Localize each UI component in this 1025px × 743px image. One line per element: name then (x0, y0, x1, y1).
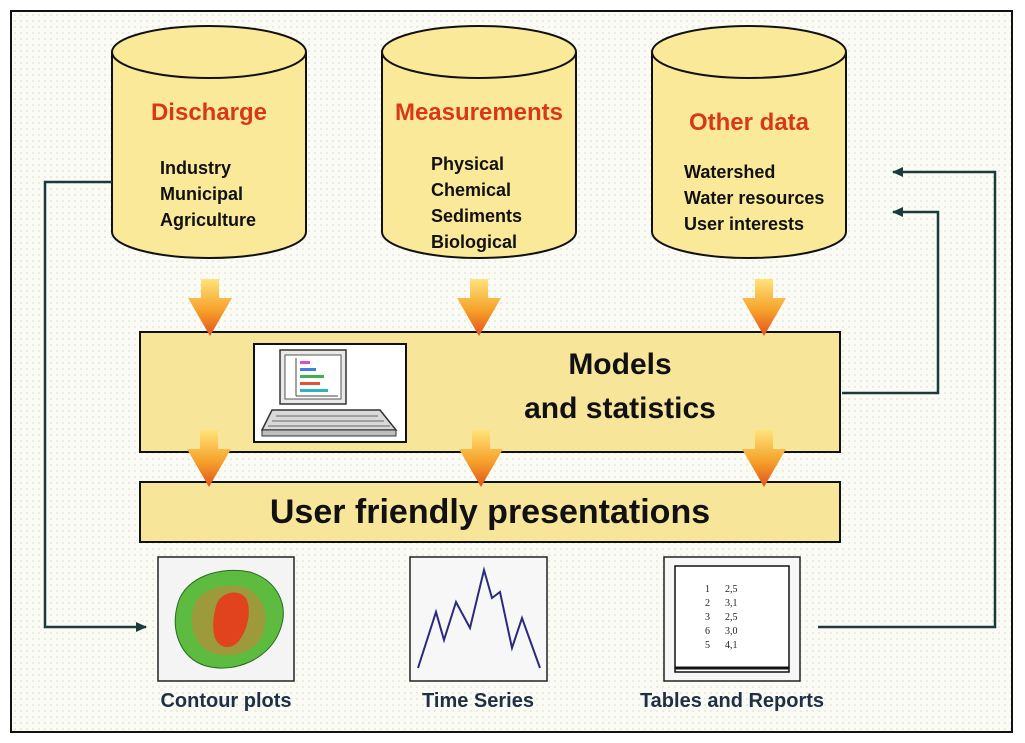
flow-arrow-measurements-to-models (457, 279, 501, 336)
report-row-value: 4,1 (725, 640, 738, 651)
discharge-item-municipal: Municipal (160, 184, 244, 204)
flow-arrow-discharge-to-models (188, 279, 232, 336)
discharge-item-agriculture: Agriculture (160, 210, 257, 230)
presentation-box (139, 481, 841, 543)
other-data-item-user-interests: User interests (684, 214, 805, 234)
report-row-index: 6 (705, 626, 710, 637)
measurements-items: Physical Chemical Sediments Biological (431, 151, 522, 255)
other-data-item-watershed: Watershed (684, 162, 776, 182)
measurements-item-chemical: Chemical (431, 180, 512, 200)
flow-arrow-other-data-to-models (742, 279, 786, 336)
discharge-items: Industry Municipal Agriculture (160, 155, 256, 233)
report-row-index: 2 (705, 598, 710, 609)
time-series-caption: Time Series (422, 690, 534, 712)
models-box-line1: Models (568, 348, 672, 381)
other-data-title: Other data (688, 109, 810, 136)
report-row-index: 3 (705, 612, 710, 623)
computer-icon (253, 343, 407, 443)
measurements-title: Measurements (394, 99, 564, 126)
report-row-value: 2,5 (725, 584, 738, 595)
measurements-item-physical: Physical (431, 154, 505, 174)
measurements-item-sediments: Sediments (431, 206, 523, 226)
other-data-items: Watershed Water resources User interests (684, 159, 824, 237)
cylinder-other-data (651, 25, 847, 259)
discharge-item-industry: Industry (160, 158, 232, 178)
contour-plot-thumbnail (157, 556, 295, 682)
discharge-to-contour-connector (43, 180, 147, 632)
flow-arrow-models-to-presentation-2 (459, 430, 503, 487)
other-data-item-water-resources: Water resources (684, 188, 825, 208)
report-row-value: 2,5 (725, 612, 738, 623)
measurements-item-biological: Biological (431, 232, 518, 252)
report-row-index: 5 (705, 640, 710, 651)
contour-plots-caption: Contour plots (160, 690, 292, 712)
reports-to-other-data-connector (818, 167, 997, 629)
tables-reports-caption: Tables and Reports (639, 690, 825, 712)
discharge-title: Discharge (150, 99, 268, 126)
presentation-box-label: User friendly presentations (269, 493, 711, 531)
models-to-other-data-connector (842, 207, 940, 395)
models-box-line2: and statistics (524, 392, 716, 425)
report-row-index: 1 (705, 584, 710, 595)
time-series-thumbnail (409, 556, 548, 682)
cylinder-discharge (111, 25, 307, 259)
report-row-value: 3,0 (725, 626, 738, 637)
flow-arrow-models-to-presentation-1 (187, 430, 231, 487)
cylinder-measurements (381, 25, 577, 259)
flow-arrow-models-to-presentation-3 (742, 430, 786, 487)
tables-report-thumbnail: 1 2,5 2 3,1 3 2,5 6 3,0 5 4,1 (663, 556, 801, 682)
report-row-value: 3,1 (725, 598, 738, 609)
